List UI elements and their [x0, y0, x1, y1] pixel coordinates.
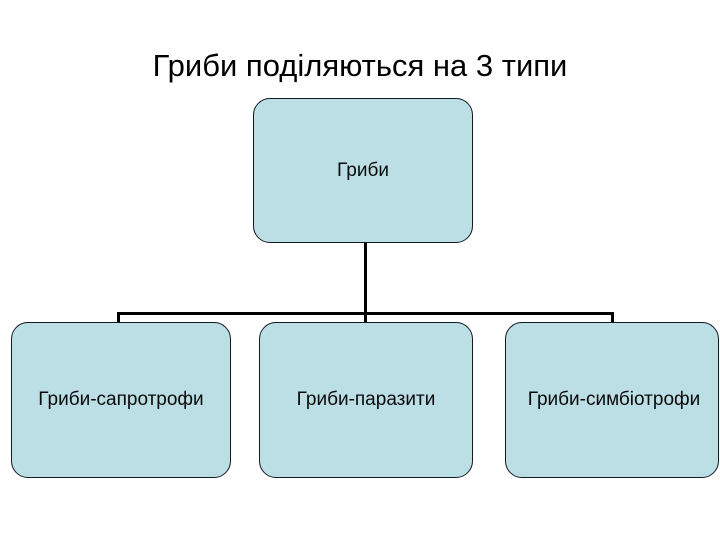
connector-root-stem — [364, 243, 367, 315]
diagram-node-symbiotrophs[interactable]: Гриби-симбіотрофи — [505, 322, 719, 478]
connector-drop-child-1 — [364, 312, 367, 323]
diagram-node-parasites-label: Гриби-паразити — [296, 389, 436, 410]
connector-drop-child-2 — [611, 312, 614, 323]
connector-drop-child-0 — [117, 312, 120, 323]
page-title: Гриби поділяються на 3 типи — [152, 48, 568, 83]
diagram-node-saprotrophs[interactable]: Гриби-сапротрофи — [11, 322, 231, 478]
diagram-node-symbiotrophs-label: Гриби-симбіотрофи — [527, 389, 701, 410]
diagram-node-saprotrophs-label: Гриби-сапротрофи — [38, 389, 204, 410]
diagram-node-root[interactable]: Гриби — [253, 98, 473, 243]
diagram-node-root-label: Гриби — [337, 159, 389, 181]
diagram-node-parasites[interactable]: Гриби-паразити — [259, 322, 473, 478]
